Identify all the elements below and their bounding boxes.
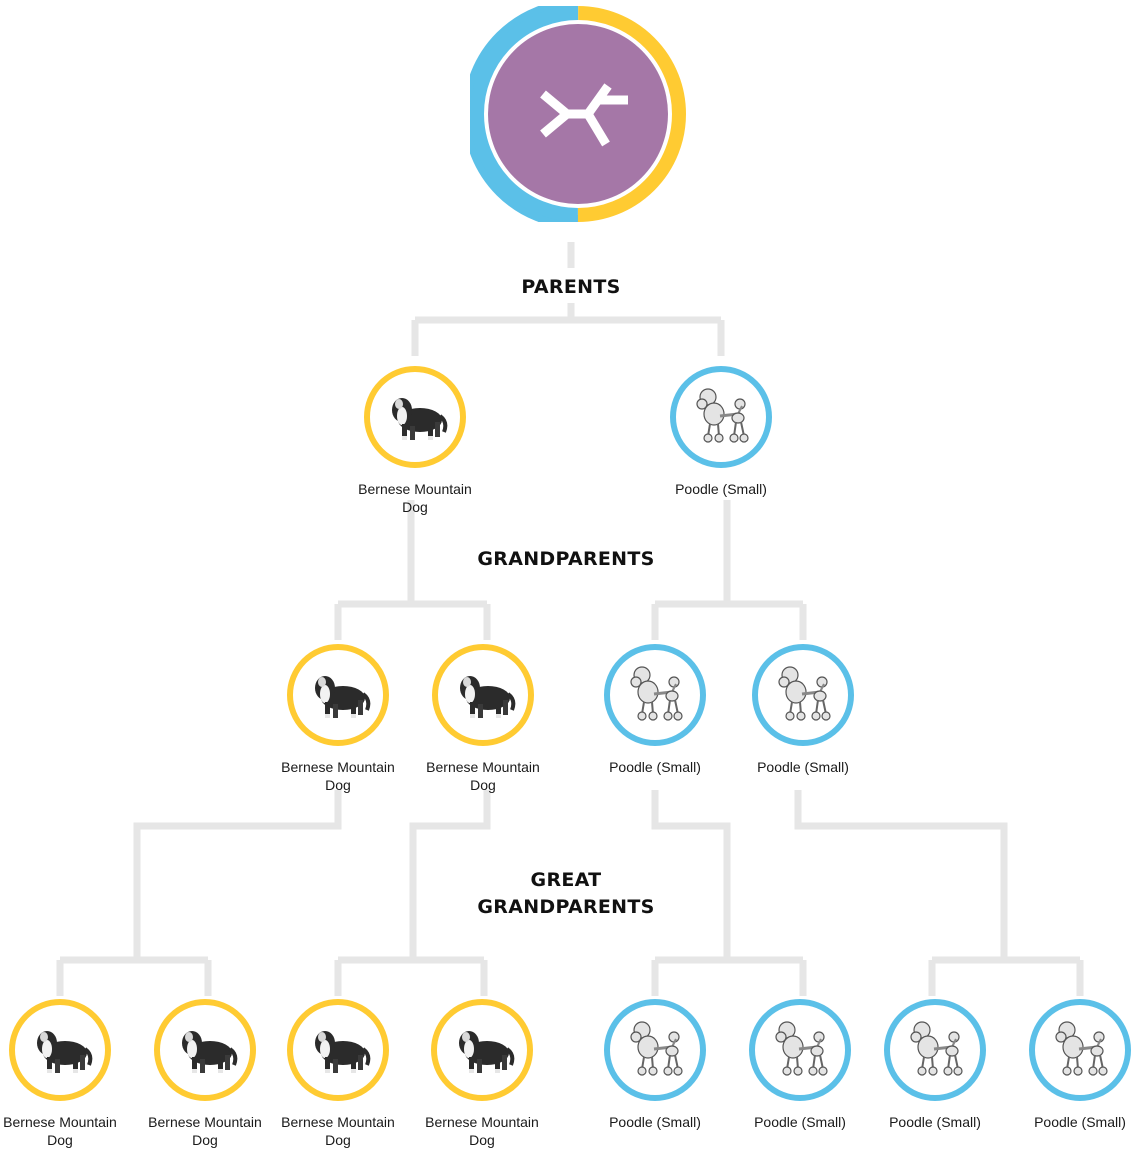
section-label-great-grandparents: GREAT GRANDPARENTS bbox=[477, 869, 655, 918]
breed-label: Bernese Mountain Dog bbox=[281, 759, 395, 793]
bernese-ring bbox=[9, 999, 111, 1101]
bernese-dog-icon bbox=[303, 658, 373, 733]
breed-label: Bernese Mountain Dog bbox=[281, 1114, 395, 1148]
bernese-dog-icon bbox=[170, 1013, 240, 1088]
breed-label: Poodle (Small) bbox=[757, 759, 849, 775]
bernese-dog-icon bbox=[303, 1013, 373, 1088]
poodle-ring bbox=[604, 644, 706, 746]
breed-label: Bernese Mountain Dog bbox=[426, 759, 540, 793]
bernese-dog-icon bbox=[448, 658, 518, 733]
breed-label: Poodle (Small) bbox=[609, 1114, 701, 1130]
bernese-ring bbox=[287, 999, 389, 1101]
breed-label: Bernese Mountain Dog bbox=[358, 481, 472, 515]
poodle-icon bbox=[765, 1013, 835, 1088]
breed-label: Poodle (Small) bbox=[1034, 1114, 1126, 1130]
great-grandparents-node[interactable]: Poodle (Small) bbox=[1005, 999, 1138, 1131]
bernese-ring bbox=[431, 999, 533, 1101]
mixed-breed-hero bbox=[463, 0, 686, 229]
parents-node[interactable]: Poodle (Small) bbox=[646, 366, 796, 498]
bernese-ring bbox=[154, 999, 256, 1101]
bernese-ring bbox=[364, 366, 466, 468]
poodle-icon bbox=[1045, 1013, 1115, 1088]
breed-label: Bernese Mountain Dog bbox=[148, 1114, 262, 1148]
poodle-ring bbox=[604, 999, 706, 1101]
bernese-ring bbox=[432, 644, 534, 746]
parents-node[interactable]: Bernese Mountain Dog bbox=[340, 366, 490, 516]
poodle-icon bbox=[620, 658, 690, 733]
bernese-dog-icon bbox=[447, 1013, 517, 1088]
breed-label: Poodle (Small) bbox=[675, 481, 767, 497]
grandparents-node[interactable]: Poodle (Small) bbox=[728, 644, 878, 776]
poodle-ring bbox=[884, 999, 986, 1101]
poodle-ring bbox=[749, 999, 851, 1101]
bernese-ring bbox=[287, 644, 389, 746]
poodle-ring bbox=[752, 644, 854, 746]
great-grandparents-node[interactable]: Poodle (Small) bbox=[580, 999, 730, 1131]
grandparents-node[interactable]: Bernese Mountain Dog bbox=[263, 644, 413, 794]
breed-label: Poodle (Small) bbox=[754, 1114, 846, 1130]
great-grandparents-node[interactable]: Bernese Mountain Dog bbox=[130, 999, 280, 1149]
great-grandparents-node[interactable]: Bernese Mountain Dog bbox=[0, 999, 135, 1149]
great-grandparents-node[interactable]: Bernese Mountain Dog bbox=[407, 999, 557, 1149]
grandparents-node[interactable]: Bernese Mountain Dog bbox=[408, 644, 558, 794]
great-grandparents-node[interactable]: Bernese Mountain Dog bbox=[263, 999, 413, 1149]
poodle-icon bbox=[768, 658, 838, 733]
bernese-dog-icon bbox=[25, 1013, 95, 1088]
breed-label: Poodle (Small) bbox=[889, 1114, 981, 1130]
grandparents-node[interactable]: Poodle (Small) bbox=[580, 644, 730, 776]
breed-label: Bernese Mountain Dog bbox=[3, 1114, 117, 1148]
poodle-icon bbox=[620, 1013, 690, 1088]
breed-label: Bernese Mountain Dog bbox=[425, 1114, 539, 1148]
great-grandparents-node[interactable]: Poodle (Small) bbox=[860, 999, 1010, 1131]
poodle-icon bbox=[686, 380, 756, 455]
breed-label: Poodle (Small) bbox=[609, 759, 701, 775]
great-grandparents-node[interactable]: Poodle (Small) bbox=[725, 999, 875, 1131]
poodle-icon bbox=[900, 1013, 970, 1088]
bernese-dog-icon bbox=[380, 380, 450, 455]
poodle-ring bbox=[1029, 999, 1131, 1101]
dna-branch-icon bbox=[540, 83, 628, 147]
poodle-ring bbox=[670, 366, 772, 468]
section-label-parents: PARENTS bbox=[521, 276, 621, 298]
section-label-grandparents: GRANDPARENTS bbox=[477, 548, 655, 570]
